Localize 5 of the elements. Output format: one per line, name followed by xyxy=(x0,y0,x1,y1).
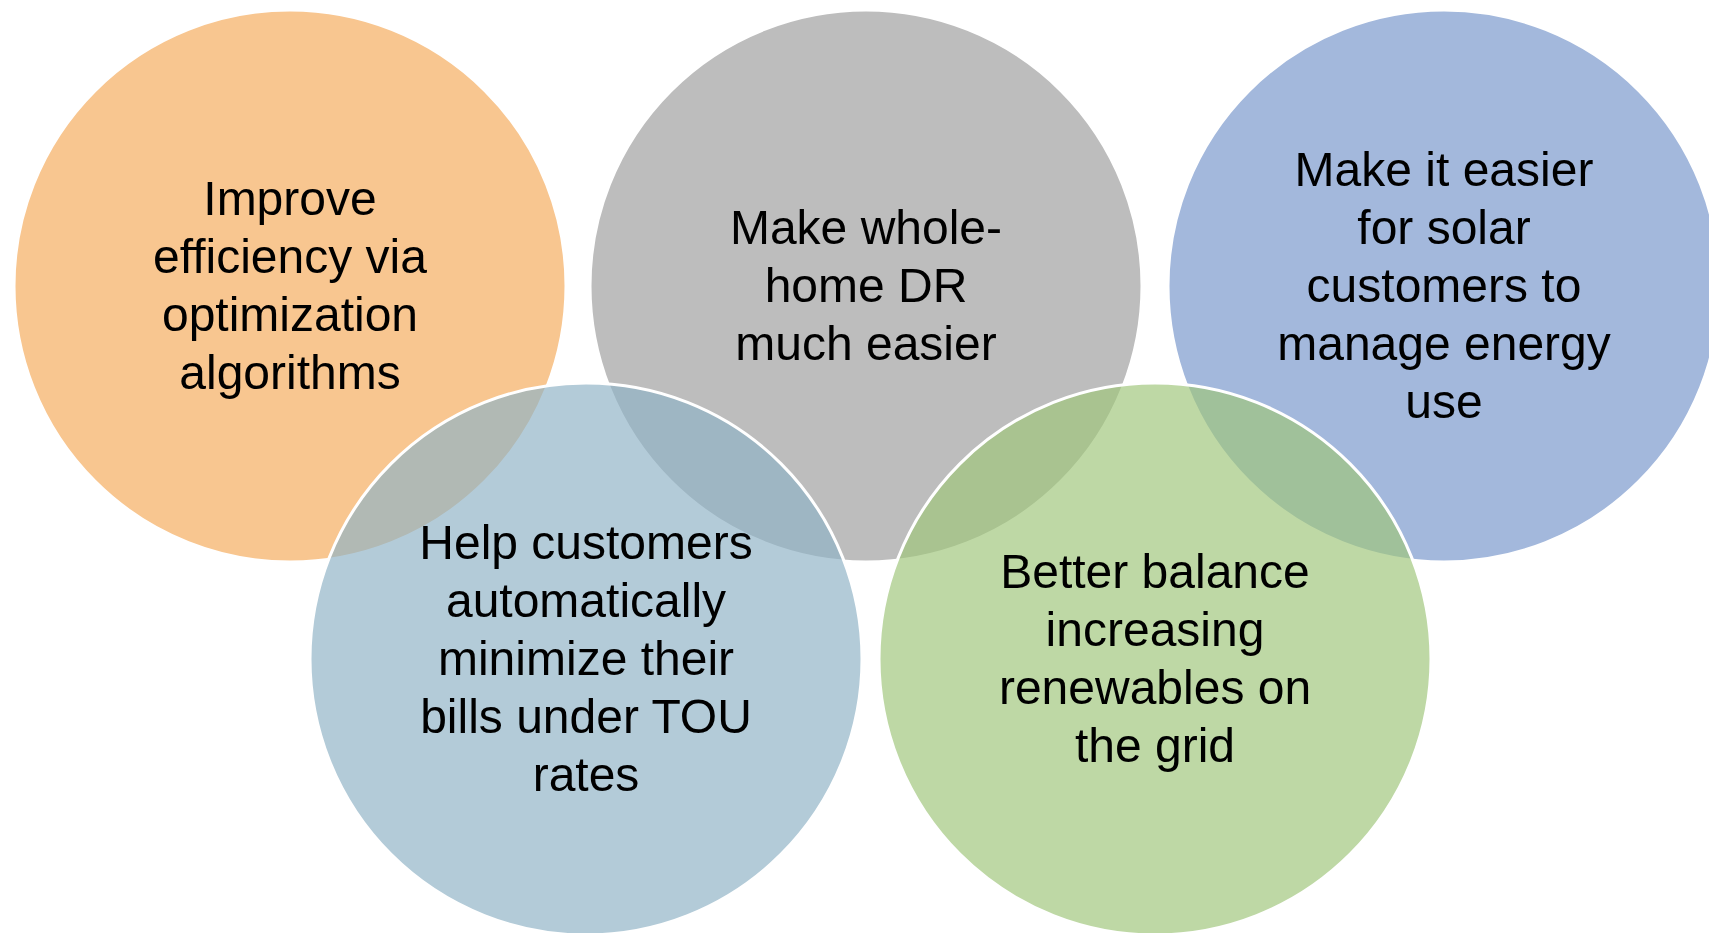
goal-text: Help customers automatically minimize their bills under TOU rates xyxy=(418,515,754,803)
goal-text: Better balance increasing renewables on the grid xyxy=(997,544,1313,774)
goal-text: Make whole-home DR much easier xyxy=(728,200,1004,372)
goal-text: Improve efficiency via optimization algorithms xyxy=(152,171,428,401)
goal-text: Make it easier for solar customers to manage energy use xyxy=(1276,142,1612,430)
